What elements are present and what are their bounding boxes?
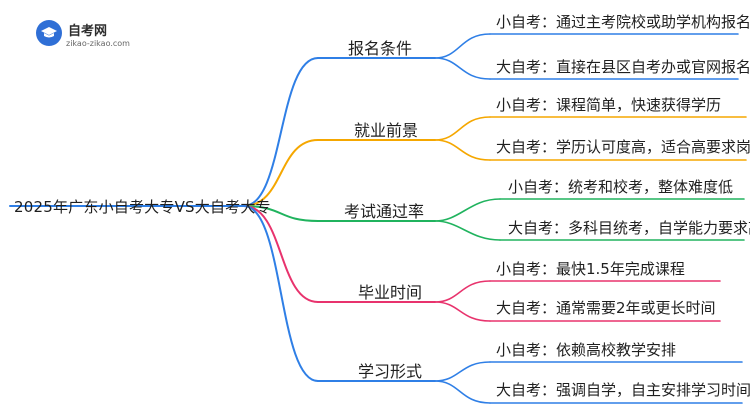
leaf-graduation-large: 大自考：通常需要2年或更长时间 (496, 299, 716, 317)
branch-connector (243, 205, 319, 382)
leaf-study-small: 小自考：依赖高校教学安排 (496, 341, 677, 359)
leaf-pass-rate-large: 大自考：多科目统考，自学能力要求高 (508, 219, 750, 237)
leaf-connector (434, 33, 491, 59)
branch-connector (243, 57, 319, 207)
logo-title: 自考网 (68, 24, 108, 39)
root-topic: 2025年广东小自考大专VS大自考大专 (14, 198, 271, 216)
leaf-employment-small: 小自考：课程简单，快速获得学历 (496, 96, 722, 114)
leaf-connector (434, 361, 491, 382)
leaf-connector (434, 57, 491, 80)
leaf-graduation-small: 小自考：最快1.5年完成课程 (496, 260, 685, 278)
logo: 自考网 zikao-zikao.com (36, 18, 146, 52)
leaf-connector (434, 116, 491, 141)
leaf-employment-large: 大自考：学历认可度高，适合高要求岗位 (496, 138, 750, 156)
branch-study-mode: 学习形式 (358, 362, 423, 381)
branch-connector (243, 139, 319, 207)
leaf-connector (434, 380, 491, 404)
branch-employment: 就业前景 (354, 121, 419, 140)
leaf-registration-large: 大自考：直接在县区自考办或官网报名 (496, 58, 750, 76)
leaf-connector (434, 139, 491, 161)
leaf-connector (434, 220, 501, 241)
leaf-study-large: 大自考：强调自学，自主安排学习时间 (496, 381, 750, 399)
branch-pass-rate: 考试通过率 (344, 202, 425, 221)
branch-graduation-time: 毕业时间 (358, 283, 423, 302)
branch-connector (243, 205, 319, 222)
leaf-pass-rate-small: 小自考：统考和校考，整体难度低 (508, 178, 734, 196)
branch-registration: 报名条件 (348, 39, 413, 58)
leaf-registration-small: 小自考：通过主考院校或助学机构报名 (496, 13, 750, 31)
graduation-cap-icon (36, 20, 62, 46)
leaf-connector (434, 198, 501, 222)
logo-url: zikao-zikao.com (66, 39, 130, 48)
leaf-connector (434, 280, 491, 303)
leaf-connector (434, 301, 491, 322)
branch-connector (243, 205, 319, 303)
